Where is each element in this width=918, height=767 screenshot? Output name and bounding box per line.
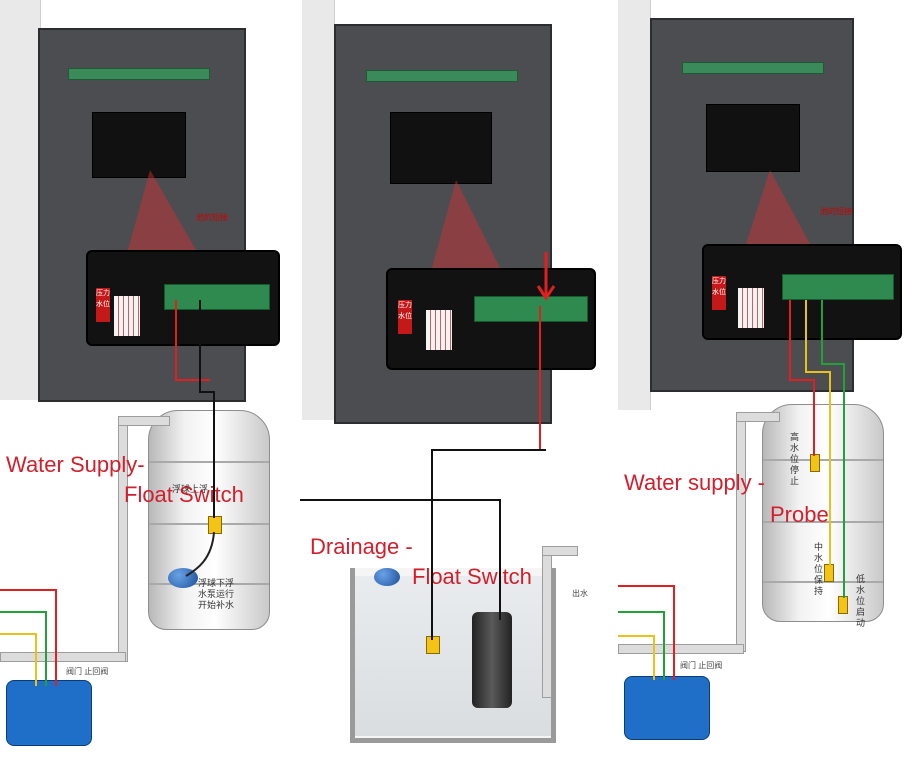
ribbon-cable xyxy=(426,310,452,350)
supply-pipe-top xyxy=(118,416,170,426)
pressure-label-text: 压力水位 xyxy=(712,278,726,296)
pressure-label-text: 压力水位 xyxy=(398,302,412,320)
tank-band xyxy=(149,583,269,585)
high-level-label: 高水位停止 xyxy=(790,432,800,486)
probe-red-wire xyxy=(789,300,815,456)
water-pump xyxy=(6,680,92,746)
valve-label: 阀门 止回阀 xyxy=(680,661,723,670)
short-circuit-label: 池的短接 xyxy=(196,213,228,222)
controller-box xyxy=(706,104,800,172)
caption-line1: Drainage - xyxy=(310,534,413,559)
supply-pipe-horizontal xyxy=(618,644,744,654)
probe-green-wire xyxy=(821,300,845,598)
controller-box xyxy=(92,112,186,178)
highlight-beam xyxy=(128,170,196,250)
pressure-label: 压力水位 xyxy=(712,276,726,310)
ribbon-cable xyxy=(738,288,764,328)
float-down-label: 浮球下浮 水泵运行 开始补水 xyxy=(198,578,235,610)
pump-yellow-wire xyxy=(0,633,37,686)
supply-pipe-top xyxy=(736,412,780,422)
controller-box xyxy=(390,112,492,184)
down-arrow xyxy=(536,252,556,301)
tank-band xyxy=(763,521,883,523)
terminal-block xyxy=(782,274,894,300)
sump-pit xyxy=(350,568,556,743)
low-level-label: 低水位启动 xyxy=(856,574,866,628)
indicator-board xyxy=(366,70,518,82)
link-wire xyxy=(300,499,501,620)
terminal-zoom-inset: 压力水位 xyxy=(386,268,596,370)
probe-yellow-wire xyxy=(805,300,831,566)
red-wire xyxy=(175,300,210,381)
caption-line1: Water supply - xyxy=(624,470,766,495)
pressure-label: 压力水位 xyxy=(398,300,412,334)
drain-red-wire xyxy=(539,306,546,451)
highlight-beam xyxy=(746,170,810,244)
pump-green-wire xyxy=(0,611,47,686)
panel-water-supply-probe: 压力水位 高水位停止 中水位保持 低水位启动 阀门 止回阀 Water supp… xyxy=(618,0,918,767)
tank-band xyxy=(763,459,883,461)
terminal-zoom-inset: 压力水位 xyxy=(702,244,902,340)
pump-red-wire xyxy=(0,589,57,686)
indicator-board xyxy=(682,62,824,74)
caption-line1: Water Supply- xyxy=(6,452,145,477)
indicator-board xyxy=(68,68,210,80)
float-up-label: 浮球上浮 xyxy=(172,484,209,494)
outlet-label: 出水 xyxy=(572,589,588,598)
pressure-label: 压力水位 xyxy=(96,288,110,322)
pump-yellow-wire xyxy=(618,635,655,680)
outlet-pipe-top xyxy=(542,546,578,556)
caption-line2: Probe xyxy=(770,502,829,527)
tank-band xyxy=(763,581,883,583)
terminal-zoom-inset: 压力水位 xyxy=(86,250,280,346)
pump-red-wire xyxy=(618,585,675,680)
valve-label: 阀门 止回阀 xyxy=(66,667,109,676)
caption-line2: Float Switch xyxy=(124,482,244,507)
drain-black-wire xyxy=(431,449,546,640)
submersible-pump xyxy=(472,612,512,708)
float-ball xyxy=(374,568,400,586)
highlight-beam xyxy=(432,180,500,268)
mid-level-label: 中水位保持 xyxy=(814,542,824,596)
pressure-label-text: 压力水位 xyxy=(96,290,110,308)
tank-band xyxy=(149,461,269,463)
panel-drainage-float: 压力水位 出水 Drainage - Float Switch xyxy=(302,0,612,767)
water-tank xyxy=(762,404,884,622)
ribbon-cable xyxy=(114,296,140,336)
black-wire xyxy=(199,300,215,518)
short-circuit-label: 池的短接 xyxy=(820,207,852,216)
sump-water xyxy=(355,576,551,736)
pump-green-wire xyxy=(618,611,665,680)
panel-water-supply-float: 压力水位 浮球上浮 浮球下浮 水泵运行 开始补水 阀门 止回阀 Water Su… xyxy=(0,0,300,767)
supply-pipe-horizontal xyxy=(0,652,126,662)
water-pump xyxy=(624,676,710,740)
wall-background xyxy=(302,0,335,420)
terminal-block xyxy=(474,296,588,322)
terminal-block xyxy=(164,284,270,310)
float-cable xyxy=(185,531,215,577)
